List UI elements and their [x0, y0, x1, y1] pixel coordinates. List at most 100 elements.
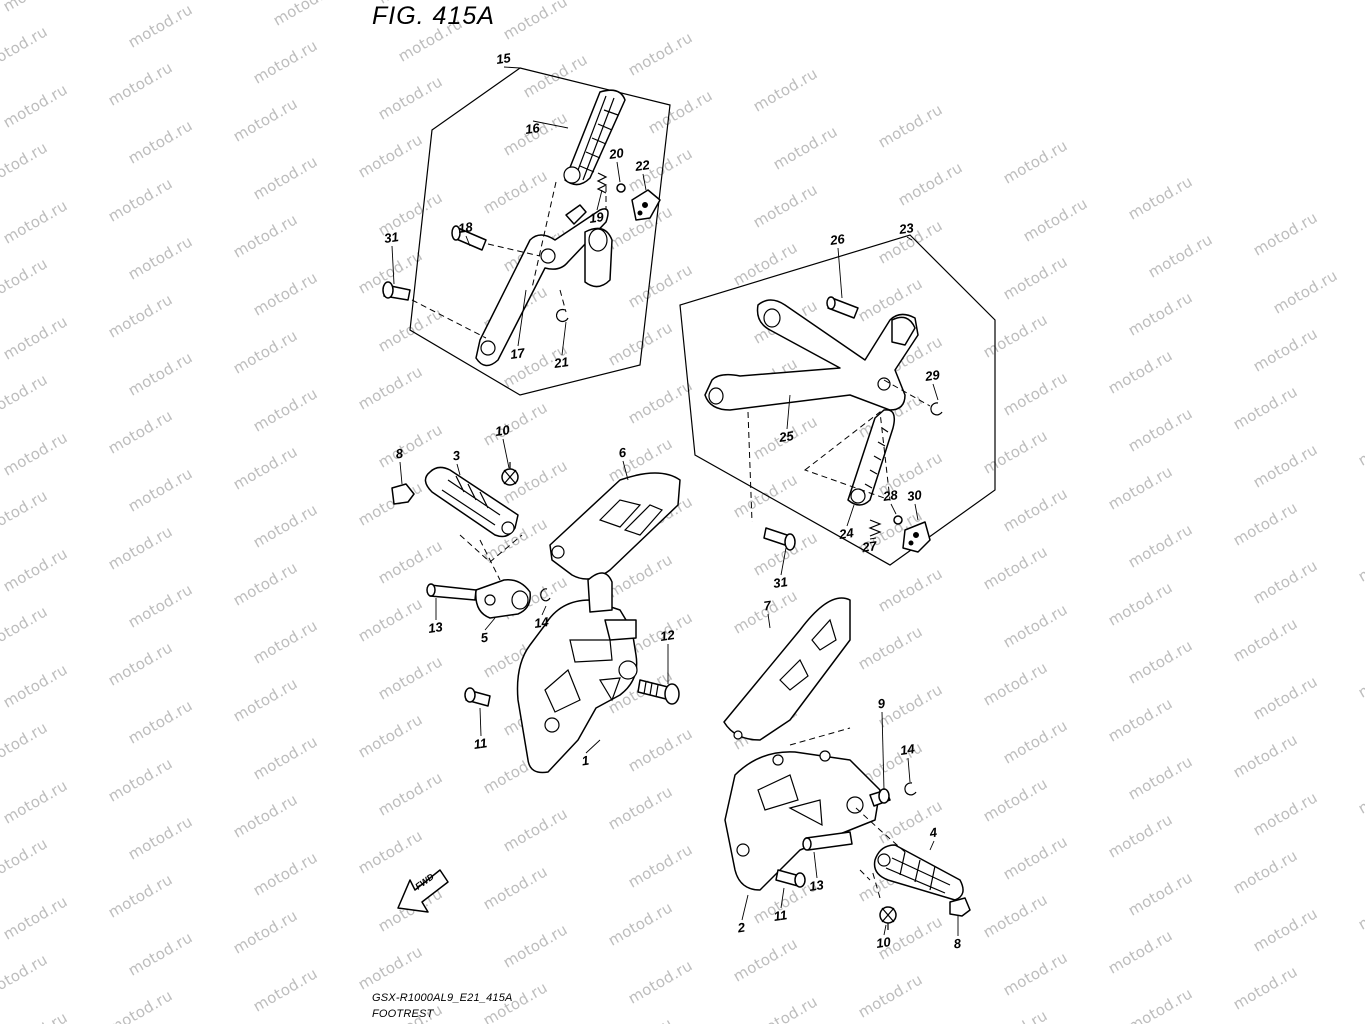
- callout-leader-line: [914, 503, 919, 521]
- callout-number: 28: [881, 487, 899, 504]
- callout-leader-line: [906, 236, 913, 241]
- model-code-label: GSX-R1000AL9_E21_415A: [372, 992, 513, 1004]
- callout-leader-line: [622, 460, 629, 481]
- callout-number: 23: [897, 220, 915, 237]
- peg-nut-part: [949, 897, 971, 917]
- callout-leader-line: [465, 235, 471, 247]
- callout-number: 7: [763, 598, 773, 614]
- callout-number: 5: [480, 630, 490, 646]
- callout-number: 31: [383, 229, 399, 246]
- rear-footrest-bracket-part: [704, 299, 919, 411]
- callout-leader-line: [786, 394, 791, 430]
- assembly-alignment-line: [789, 727, 906, 899]
- rear-footpeg-part: [847, 409, 896, 506]
- callout-number: 4: [928, 825, 939, 841]
- return-spring-part: [879, 906, 897, 930]
- callout-number: 10: [875, 934, 892, 951]
- pivot-pin-part: [826, 296, 859, 319]
- callout-number: 26: [828, 231, 846, 248]
- callout-leader-line: [642, 173, 647, 191]
- heel-guard-part: [549, 472, 681, 580]
- pivot-pin-part: [451, 225, 487, 251]
- front-footrest-bracket-part: [724, 750, 881, 891]
- callout-leader-line: [780, 547, 787, 576]
- callout-number: 9: [877, 696, 887, 712]
- callout-number: 19: [588, 209, 605, 226]
- callout-leader-line: [561, 321, 567, 356]
- callout-leader-line: [399, 461, 403, 485]
- callout-leader-line: [907, 757, 911, 783]
- circlip-part: [540, 588, 551, 602]
- detent-plate-part: [631, 189, 661, 221]
- callout-leader-line: [929, 840, 935, 851]
- callout-leader-line: [813, 851, 818, 879]
- callout-leader-line: [479, 707, 482, 737]
- callout-leader-line: [585, 739, 601, 754]
- section-name-label: FOOTREST: [372, 1008, 434, 1020]
- callout-leader-line: [890, 503, 897, 515]
- peg-nut-part: [391, 483, 415, 505]
- pivot-pin-part: [426, 583, 477, 601]
- callout-number: 10: [494, 422, 511, 439]
- callout-number: 12: [659, 627, 676, 644]
- callout-number: 2: [736, 920, 747, 936]
- callout-number: 20: [607, 145, 625, 162]
- callout-leader-line: [741, 894, 749, 921]
- callout-leader-line: [932, 383, 939, 401]
- callout-number: 13: [427, 619, 444, 636]
- rear-footpeg-part: [563, 89, 626, 186]
- callout-leader-line: [517, 289, 527, 347]
- callout-number: 22: [633, 157, 651, 174]
- callout-leader-line: [837, 247, 843, 299]
- callout-number: 29: [923, 367, 941, 384]
- callout-number: 31: [772, 574, 788, 591]
- front-footpeg-part: [424, 466, 519, 538]
- callout-leader-line: [881, 711, 885, 791]
- callout-leader-line: [456, 463, 461, 476]
- return-spring-part: [501, 462, 519, 486]
- mounting-bolt-part: [464, 687, 491, 707]
- callout-leader-line: [596, 189, 603, 211]
- callout-number: 25: [777, 428, 795, 445]
- callout-leader-line: [869, 537, 877, 540]
- callout-leader-line: [883, 924, 887, 936]
- callout-number: 13: [808, 877, 825, 894]
- detent-spring-part: [596, 172, 608, 194]
- callout-number: 21: [552, 354, 569, 371]
- pivot-pin-part: [802, 831, 853, 851]
- callout-number: 8: [395, 446, 405, 462]
- callout-leader-line: [484, 617, 496, 631]
- callout-number: 8: [953, 936, 963, 952]
- circlip-part: [904, 782, 917, 796]
- detent-ball-part: [616, 183, 626, 193]
- mounting-bolt-part: [763, 527, 796, 551]
- rear-footrest-bracket-part: [475, 204, 613, 367]
- callout-number: 14: [899, 741, 916, 758]
- detent-ball-part: [893, 515, 903, 525]
- assembly-alignment-line: [411, 181, 607, 339]
- detent-plate-part: [902, 521, 931, 553]
- assembly-group-outline-23: [679, 234, 996, 566]
- callout-number: 17: [509, 345, 526, 362]
- callout-number: 16: [524, 120, 541, 137]
- callout-leader-line: [616, 161, 621, 183]
- mounting-bolt-part: [637, 679, 680, 705]
- callout-leader-line: [532, 120, 569, 129]
- front-footrest-bracket-part: [516, 572, 638, 774]
- detent-spring-part: [868, 519, 882, 537]
- heel-guard-part: [723, 597, 851, 741]
- callout-number: 6: [618, 445, 628, 461]
- footpeg-holder-part: [475, 579, 531, 619]
- circlip-part: [930, 402, 943, 416]
- mounting-bolt-part: [869, 788, 891, 807]
- callout-leader-line: [503, 66, 521, 69]
- front-footpeg-part: [873, 844, 964, 901]
- callout-leader-line: [767, 613, 771, 629]
- callout-leader-line: [541, 605, 547, 616]
- callout-number: 24: [837, 525, 855, 542]
- assembly-group-outline-15: [409, 67, 671, 396]
- mounting-bolt-part: [382, 281, 411, 301]
- assembly-alignment-line: [459, 534, 523, 581]
